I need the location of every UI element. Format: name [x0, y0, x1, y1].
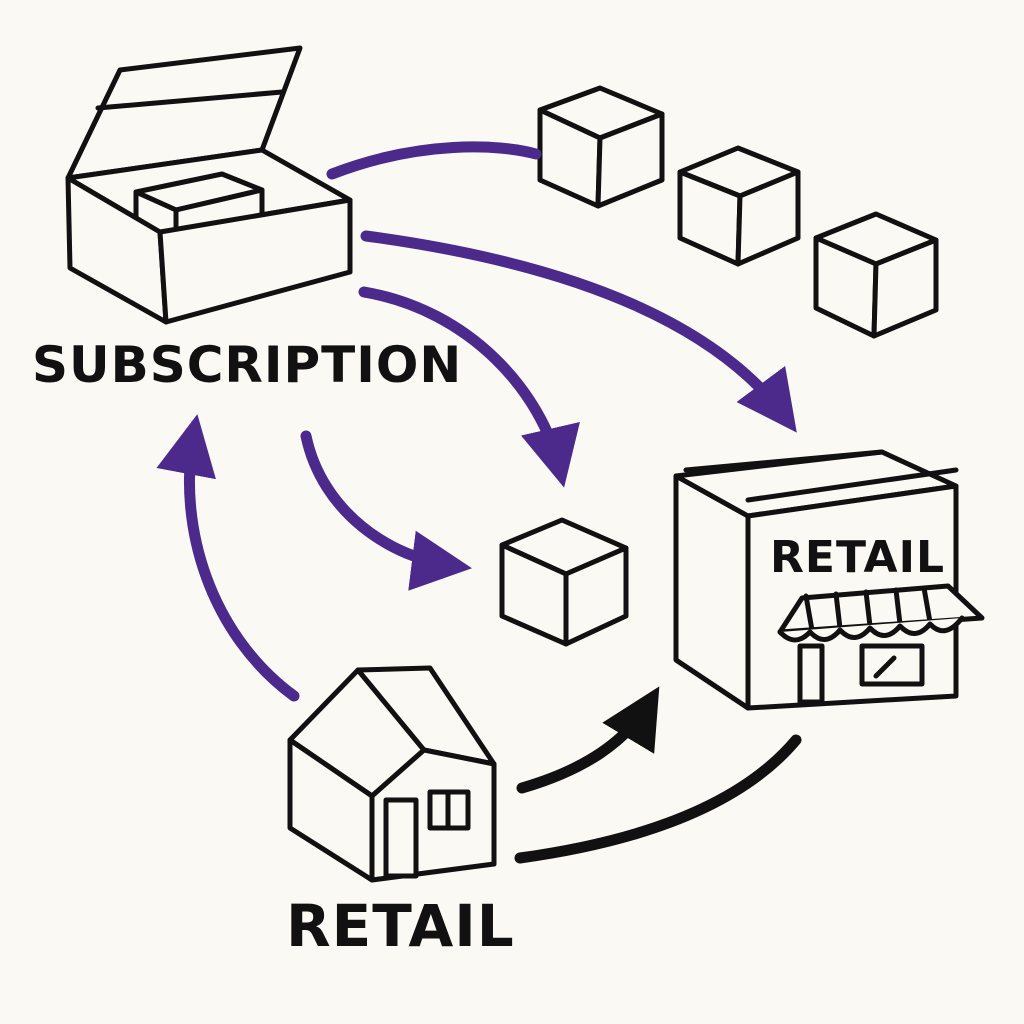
flow-arrow-home-to-subscription — [156, 414, 300, 702]
flow-arrow-store-to-home — [514, 734, 802, 864]
flow-arrow-curve-to-package — [300, 430, 473, 591]
package-cube-icon — [499, 517, 629, 647]
subscription-box-icon — [65, 45, 353, 325]
flow-arrow-to-middle-package — [358, 286, 580, 488]
subscription-flow-arrows — [156, 141, 797, 702]
store-sign-label: RETAIL — [770, 532, 945, 583]
flow-arrow-to-store — [360, 230, 797, 433]
retail-label: RETAIL — [286, 892, 515, 960]
package-cube-icon — [813, 211, 939, 339]
flow-arrow-to-packages — [326, 141, 542, 180]
subscription-label: SUBSCRIPTION — [32, 336, 463, 394]
flow-arrow-home-to-store — [516, 686, 660, 794]
package-cube-icon — [677, 145, 801, 267]
package-cube-icon — [537, 85, 665, 209]
retail-flow-arrows — [514, 686, 802, 864]
storefront-icon — [673, 449, 985, 711]
house-icon — [287, 665, 497, 883]
